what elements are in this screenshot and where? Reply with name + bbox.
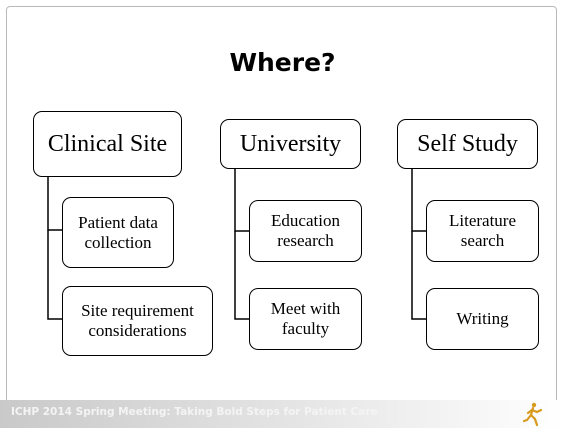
footer-text: ICHP 2014 Spring Meeting: Taking Bold St… (11, 406, 378, 418)
node-meet-with-faculty: Meet with faculty (249, 288, 362, 350)
connector-selfstudy-1 (411, 168, 426, 232)
footer-bar: ICHP 2014 Spring Meeting: Taking Bold St… (0, 400, 565, 428)
node-patient-data-collection: Patient data collection (62, 197, 174, 268)
connector-university-1 (234, 168, 249, 232)
node-clinical-site: Clinical Site (33, 111, 182, 177)
node-university: University (220, 119, 361, 169)
node-site-requirement-considerations: Site requirement considerations (62, 286, 213, 356)
node-literature-search: Literature search (426, 200, 539, 262)
node-writing: Writing (426, 288, 539, 350)
node-education-research: Education research (249, 200, 362, 262)
connector-clinical-2 (47, 230, 62, 320)
walking-figure-icon (522, 402, 543, 427)
connector-clinical-1 (47, 176, 62, 231)
slide-title: Where? (229, 48, 336, 77)
connector-university-2 (234, 231, 249, 320)
node-self-study: Self Study (397, 119, 538, 169)
connector-selfstudy-2 (411, 231, 426, 320)
